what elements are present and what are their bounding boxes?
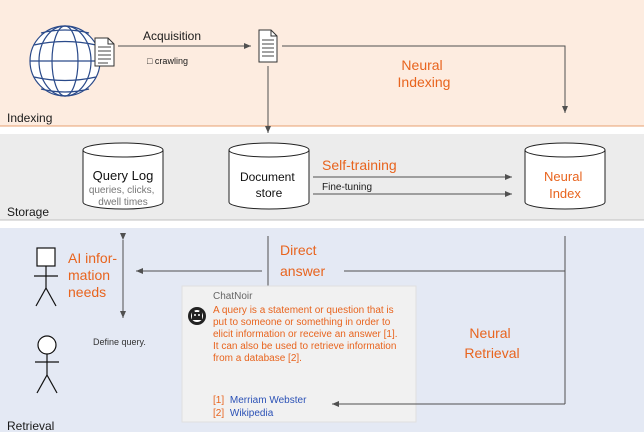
self-training-label: Self-training [322,157,397,173]
neural-indexing-arrow [282,45,568,113]
chatnoir-cat-icon [188,307,206,325]
define-query-label: Define query. [93,337,146,347]
document-store-label: Document store [240,170,298,200]
direct-answer-label: Direct answer [280,242,325,279]
band-label-storage: Storage [7,205,49,219]
query-log-cylinder [82,142,164,210]
neural-indexing-label: Neural Indexing [398,57,451,90]
fine-tuning-label: Fine-tuning [322,182,372,193]
chatnoir-answer-text: A query is a statement or question that … [213,305,400,364]
chatnoir-name: ChatNoir [213,291,253,302]
acquisition-label: Acquisition [143,29,201,43]
band-label-indexing: Indexing [7,111,52,125]
neural-index-cylinder [524,142,606,210]
chatnoir-answer-card [181,285,417,423]
query-log-details: queries, clicks, dwell times [89,185,157,208]
crawled-document-icon [258,29,278,63]
ai-information-needs-label: AI infor- mation needs [68,250,121,300]
band-label-retrieval: Retrieval [7,419,54,433]
crawling-label: □ crawling [147,56,188,66]
user-figure [35,335,59,394]
document-store-cylinder [228,142,310,210]
globe-icon [29,25,101,97]
neural-index-label: Neural Index [544,169,586,201]
web-document-icon [94,37,115,67]
ai-agent-figure [34,247,58,307]
chatnoir-reference-2[interactable]: [2] Wikipedia [213,408,274,419]
chatnoir-reference-1[interactable]: [1] Merriam Webster [213,395,307,406]
query-log-title: Query Log [93,168,154,183]
neural-retrieval-label: Neural Retrieval [464,325,519,361]
